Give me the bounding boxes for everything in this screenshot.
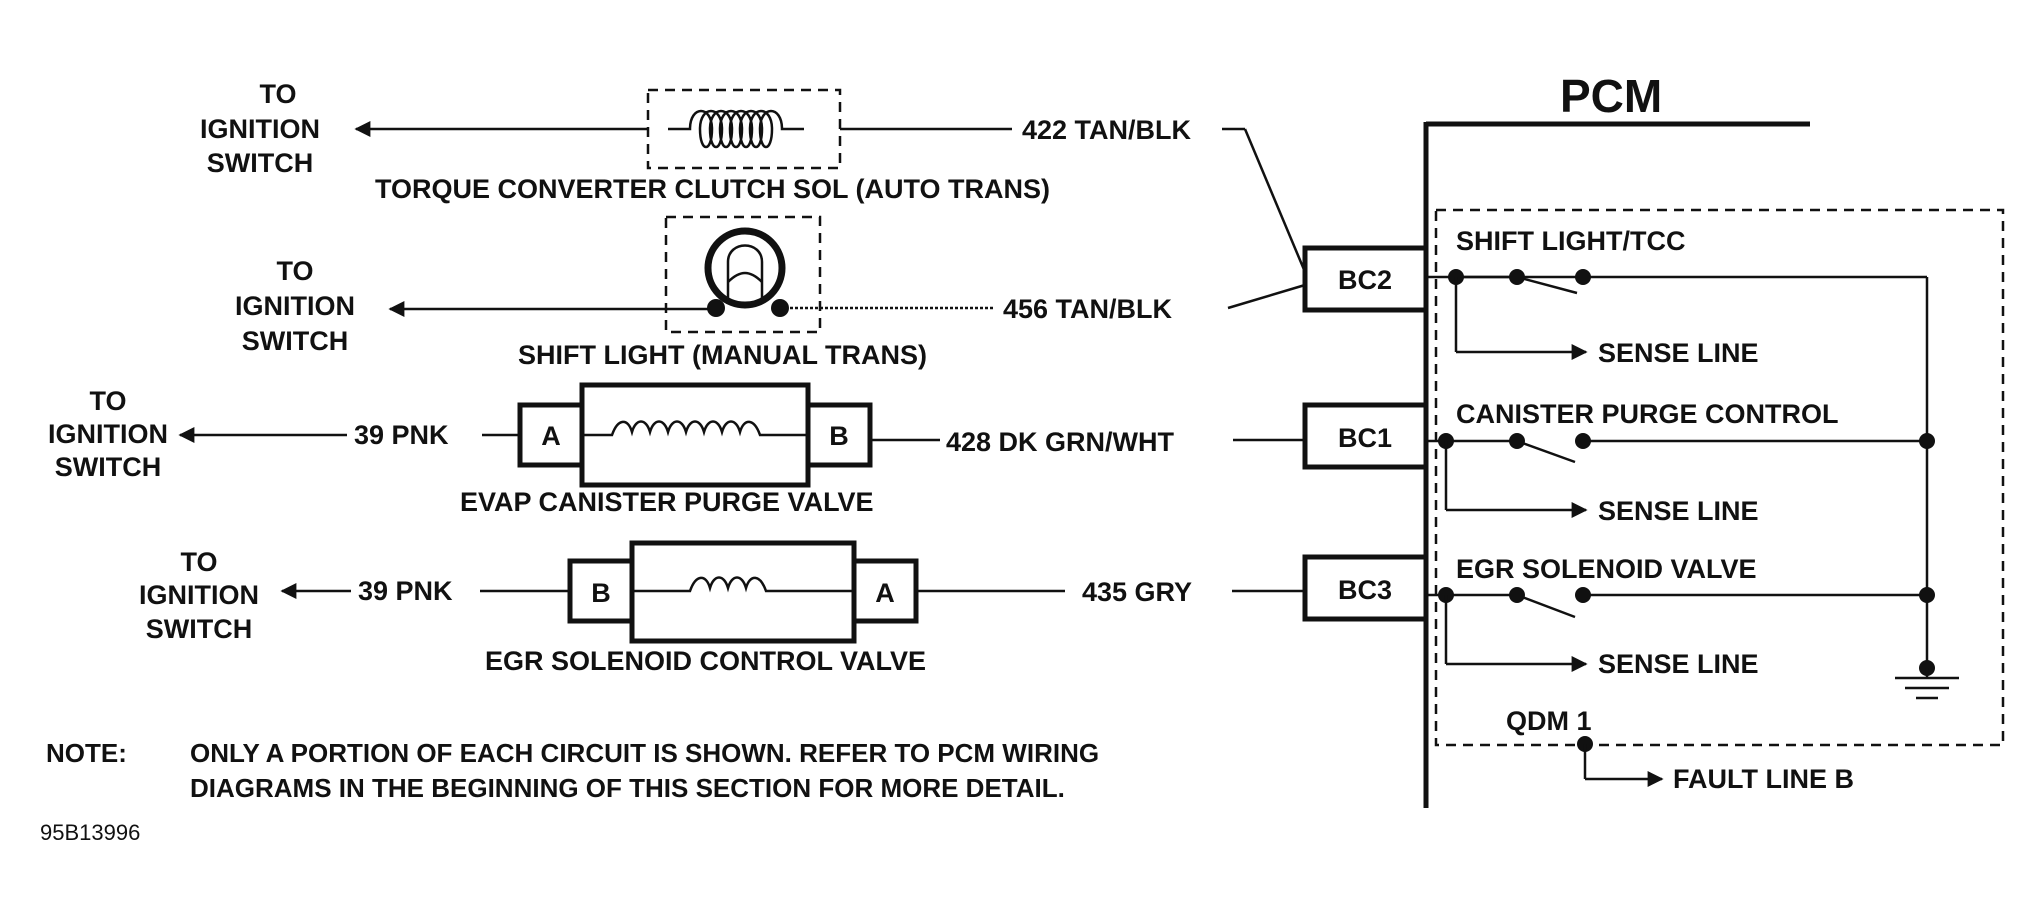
svg-text:SWITCH: SWITCH [242,326,348,356]
ignition-label-2: TO IGNITION SWITCH [235,256,355,356]
circuit-canister-purge-sense: SENSE LINE [1598,496,1759,526]
svg-text:TO: TO [276,256,313,286]
coil-icon [668,109,804,149]
tcc-wire-diag [1243,128,1307,273]
shift-label: SHIFT LIGHT (MANUAL TRANS) [518,340,927,370]
evap-wire-out-label: 428 DK GRN/WHT [946,427,1175,457]
evap-pin-right-box [805,402,873,468]
connector-bc2-label: BC2 [1338,265,1392,295]
qdm-label: QDM 1 [1506,706,1592,736]
svg-text:IGNITION: IGNITION [139,580,259,610]
qdm-dashed-box [1434,208,2005,747]
circuit-canister-purge-label: CANISTER PURGE CONTROL [1456,399,1839,429]
ignition-label-1: TO IGNITION SWITCH [200,79,320,178]
circuit-egr-solenoid-sense: SENSE LINE [1598,649,1759,679]
egr-label: EGR SOLENOID CONTROL VALVE [485,646,926,676]
evap-pin-left: A [541,421,561,451]
lamp-icon [704,227,789,317]
egr-wire-in-label: 39 PNK [358,576,453,606]
svg-text:SWITCH: SWITCH [207,148,313,178]
circuit-shift-light-tcc-sense: SENSE LINE [1598,338,1759,368]
connector-bc3-label: BC3 [1338,575,1392,605]
evap-pin-left-box [517,402,585,468]
evap-pin-right: B [829,421,849,451]
egr-wire-out-label: 435 GRY [1082,577,1192,607]
ignition-label-4: TO IGNITION SWITCH [139,547,259,644]
ignition-label-3: TO IGNITION SWITCH [48,386,168,482]
svg-text:IGNITION: IGNITION [200,114,320,144]
connector-bc3: BC3 [1302,554,1429,622]
svg-text:SWITCH: SWITCH [55,452,161,482]
shift-dashed-outline [664,215,822,334]
circuit-canister-purge: CANISTER PURGE CONTROL SENSE LINE [1426,399,1935,526]
svg-text:TO: TO [180,547,217,577]
note-line-1: ONLY A PORTION OF EACH CIRCUIT IS SHOWN.… [190,738,1099,768]
connector-bc1: BC1 [1302,402,1429,470]
egr-pin-right-box [851,558,919,624]
figure-id: 95B13996 [40,820,140,845]
egr-pin-right: A [875,578,895,608]
svg-text:IGNITION: IGNITION [235,291,355,321]
svg-text:TO: TO [89,386,126,416]
shift-wire-label: 456 TAN/BLK [1003,294,1173,324]
coil-icon [632,576,854,593]
connector-bc1-label: BC1 [1338,423,1392,453]
note-line-2: DIAGRAMS IN THE BEGINNING OF THIS SECTIO… [190,773,1065,803]
egr-pin-left: B [591,578,611,608]
tcc-label: TORQUE CONVERTER CLUTCH SOL (AUTO TRANS) [375,174,1050,204]
circuit-egr-solenoid: EGR SOLENOID VALVE SENSE LINE [1426,554,1935,679]
svg-text:TO: TO [259,79,296,109]
circuit-shift-light-tcc-label: SHIFT LIGHT/TCC [1456,226,1685,256]
coil-icon [582,420,808,437]
svg-text:IGNITION: IGNITION [48,419,168,449]
pcm-title: PCM [1560,70,1662,122]
circuit-egr-solenoid-label: EGR SOLENOID VALVE [1456,554,1757,584]
tcc-wire-label: 422 TAN/BLK [1022,115,1192,145]
circuit-shift-light-tcc: SHIFT LIGHT/TCC SENSE LINE [1426,226,1929,668]
evap-label: EVAP CANISTER PURGE VALVE [460,487,874,517]
evap-wire-in-label: 39 PNK [354,420,449,450]
fault-line-label: FAULT LINE B [1673,764,1854,794]
shift-wire-to-bc2 [1227,283,1306,310]
svg-text:SWITCH: SWITCH [146,614,252,644]
note-label: NOTE: [46,738,127,768]
connector-bc2: BC2 [1302,245,1429,313]
ground-icon [1895,660,1959,700]
